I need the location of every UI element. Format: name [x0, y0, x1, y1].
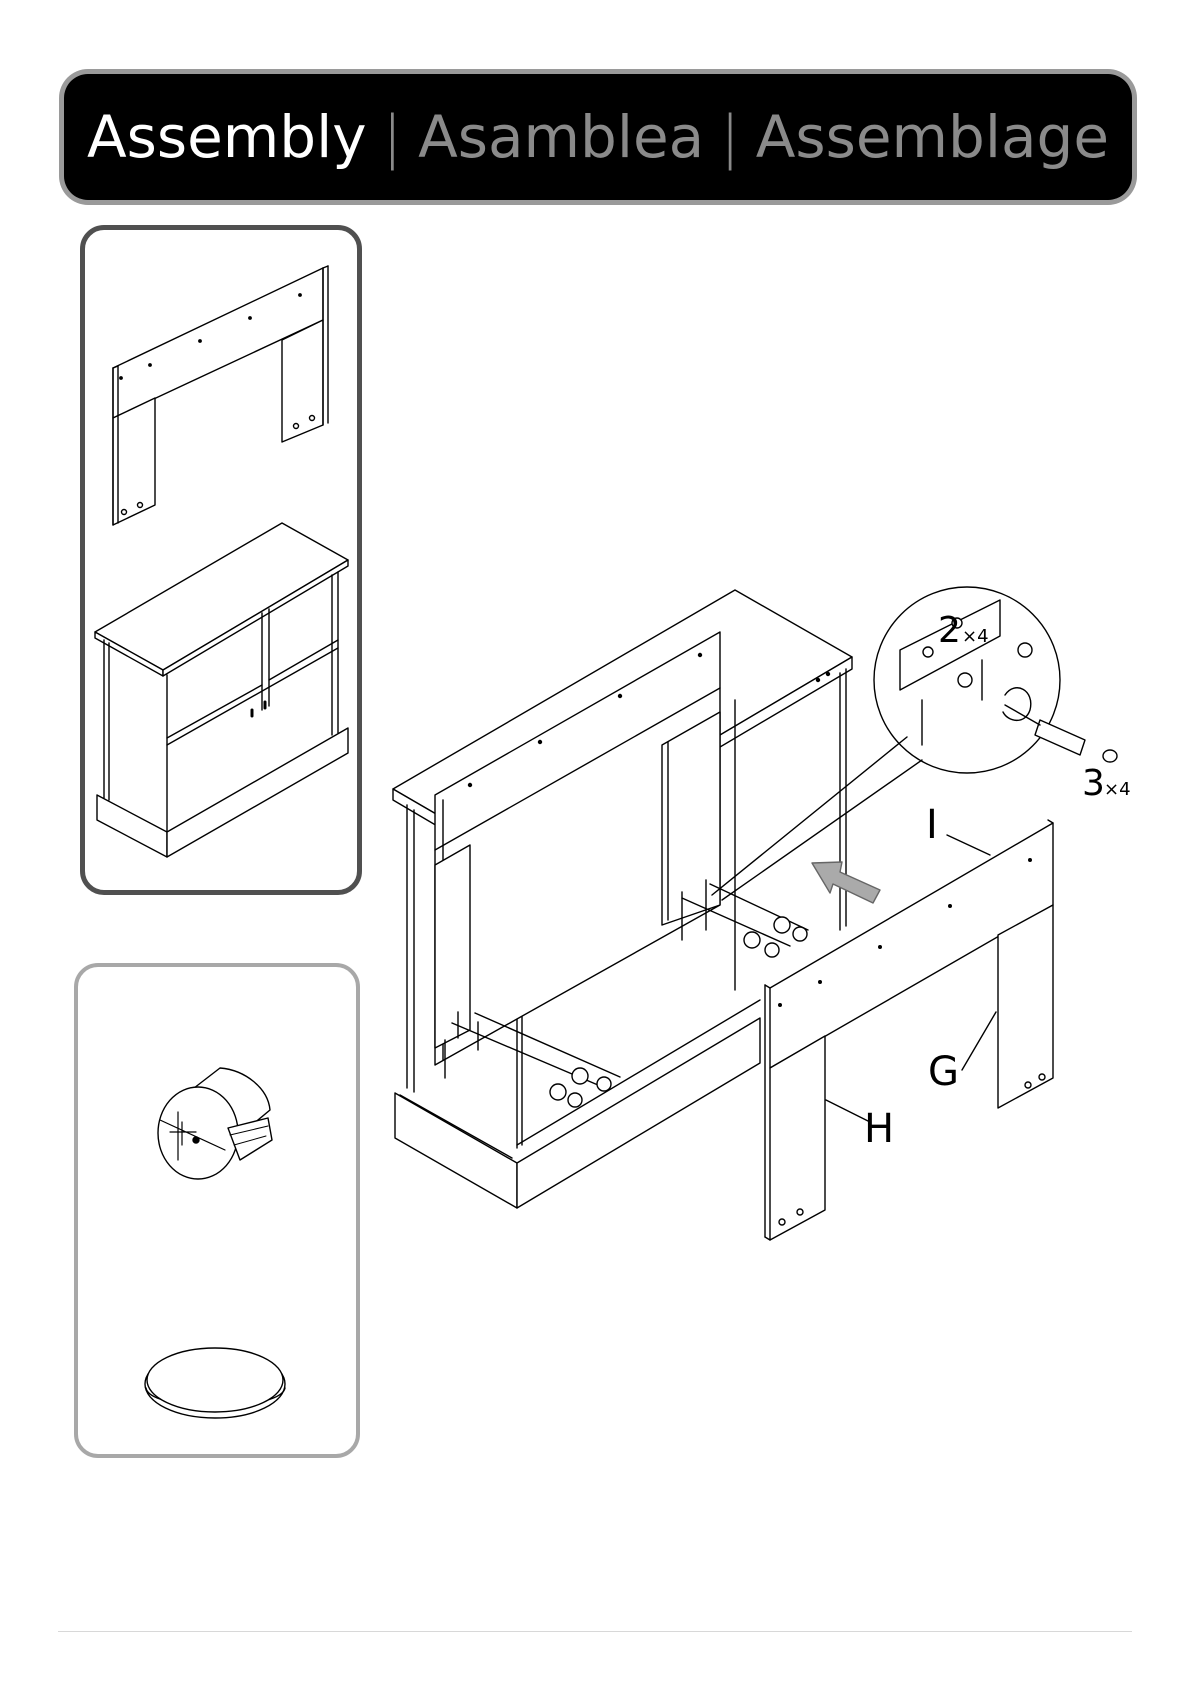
part-label-g: G — [928, 1049, 959, 1095]
cover-cap-icon — [145, 1348, 285, 1418]
step-3-quantity: ×4 — [1104, 779, 1131, 800]
step-2-quantity: ×4 — [962, 626, 989, 647]
step-2-number: 2 — [938, 610, 961, 651]
mantel-body-thumbnail — [95, 523, 348, 857]
step-3-number: 3 — [1082, 763, 1105, 804]
part-label-i: I — [926, 802, 938, 848]
front-frame-panel — [765, 820, 1053, 1240]
footer-rule — [58, 1631, 1132, 1632]
front-frame-thumbnail — [113, 266, 328, 525]
cam-lock-icon — [158, 1068, 272, 1179]
part-label-h: H — [864, 1106, 894, 1152]
